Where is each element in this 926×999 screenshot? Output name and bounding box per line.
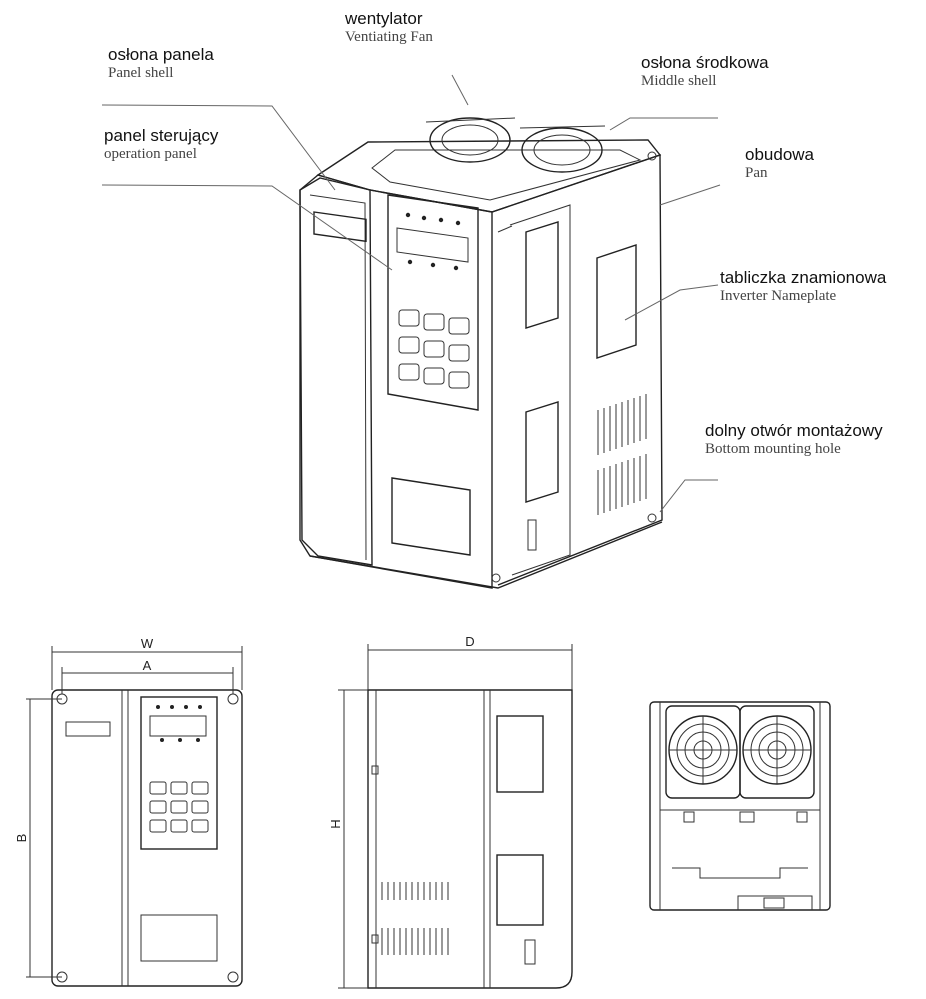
callout-pan-pl: obudowa <box>745 145 815 164</box>
callout-fan-en: Ventiating Fan <box>345 28 433 45</box>
callout-nameplate-pl: tabliczka znamionowa <box>720 268 887 287</box>
callout-mounting-hole-pl: dolny otwór montażowy <box>705 421 883 440</box>
fan-icon <box>425 117 606 173</box>
isometric-inverter <box>299 117 663 589</box>
callout-mounting-hole: dolny otwór montażowy Bottom mounting ho… <box>705 421 883 458</box>
callout-mounting-hole-en: Bottom mounting hole <box>705 440 841 457</box>
dim-depth-label: D <box>465 634 474 649</box>
callout-nameplate: tabliczka znamionowa Inverter Nameplate <box>720 268 886 305</box>
callout-pan: obudowa Pan <box>745 145 814 182</box>
dim-mount-height-label: B <box>14 834 29 843</box>
callout-pan-en: Pan <box>745 164 768 181</box>
dim-mount-width-label: A <box>143 658 152 673</box>
callout-fan: wentylator Ventiating Fan <box>345 9 433 46</box>
callout-panel-shell-en: Panel shell <box>108 64 174 81</box>
dim-width-label: W <box>141 636 154 651</box>
callout-operation-panel-pl: panel sterujący <box>104 126 219 145</box>
callout-nameplate-en: Inverter Nameplate <box>720 287 837 304</box>
top-view <box>649 701 831 911</box>
callout-fan-pl: wentylator <box>345 9 423 28</box>
front-view: W A B <box>14 636 243 987</box>
callout-panel-shell: osłona panela Panel shell <box>108 45 214 82</box>
callout-operation-panel-en: operation panel <box>104 145 197 162</box>
side-view: D H <box>328 634 573 989</box>
callout-leaders <box>101 74 721 513</box>
callout-panel-shell-pl: osłona panela <box>108 45 214 64</box>
callout-middle-shell-en: Middle shell <box>641 72 717 89</box>
callout-operation-panel: panel sterujący operation panel <box>104 126 218 163</box>
callout-middle-shell-pl: osłona środkowa <box>641 53 769 72</box>
twin-fan-icon <box>665 705 815 799</box>
dim-height-label: H <box>328 819 343 828</box>
callout-middle-shell: osłona środkowa Middle shell <box>641 53 769 90</box>
